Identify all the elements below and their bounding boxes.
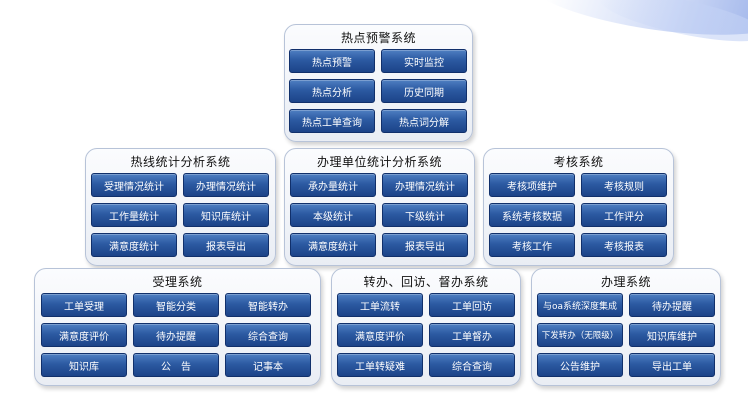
button-comprehensive-query[interactable]: 综合查询	[429, 353, 515, 377]
button-hotspot-ticket-query[interactable]: 热点工单查询	[289, 109, 375, 133]
button-assessment-rules[interactable]: 考核规则	[581, 173, 667, 197]
system-title: 转办、回访、督办系统	[363, 275, 489, 289]
button-hotspot-analysis[interactable]: 热点分析	[289, 79, 375, 103]
system-unit-statistics: 办理单位统计分析系统 承办量统计 办理情况统计 本级统计 下级统计 满意度统计 …	[284, 148, 475, 266]
system-title: 热点预警系统	[340, 31, 416, 45]
button-system-assessment-data[interactable]: 系统考核数据	[489, 203, 575, 227]
system-title: 办理单位统计分析系统	[316, 155, 442, 169]
button-knowledge-statistics[interactable]: 知识库统计	[183, 203, 269, 227]
button-knowledge-base[interactable]: 知识库	[41, 353, 127, 377]
button-handling-statistics[interactable]: 办理情况统计	[382, 173, 468, 197]
button-acceptance-statistics[interactable]: 受理情况统计	[91, 173, 177, 197]
button-export-ticket[interactable]: 导出工单	[629, 353, 715, 377]
button-oa-integration[interactable]: 与oa系统深度集成	[537, 293, 623, 317]
button-report-export[interactable]: 报表导出	[183, 233, 269, 257]
button-hotspot-warning[interactable]: 热点预警	[289, 49, 375, 73]
button-ticket-to-difficult[interactable]: 工单转疑难	[337, 353, 423, 377]
button-subordinate-statistics[interactable]: 下级统计	[382, 203, 468, 227]
button-notepad[interactable]: 记事本	[225, 353, 311, 377]
system-title: 热线统计分析系统	[130, 155, 231, 169]
button-handling-statistics[interactable]: 办理情况统计	[183, 173, 269, 197]
system-acceptance: 受理系统 工单受理 智能分类 智能转办 满意度评价 待办提醒 综合查询 知识库 …	[34, 268, 321, 386]
button-work-scoring[interactable]: 工作评分	[581, 203, 667, 227]
button-satisfaction-evaluation[interactable]: 满意度评价	[337, 323, 423, 347]
button-realtime-monitor[interactable]: 实时监控	[381, 49, 467, 73]
button-announcement-maintenance[interactable]: 公告维护	[537, 353, 623, 377]
system-transfer-callback-supervision: 转办、回访、督办系统 工单流转 工单回访 满意度评价 工单督办 工单转疑难 综合…	[331, 268, 521, 386]
system-assessment: 考核系统 考核项维护 考核规则 系统考核数据 工作评分 考核工作 考核报表	[483, 148, 674, 266]
system-handling: 办理系统 与oa系统深度集成 待办提醒 下发转办（无限级） 知识库维护 公告维护…	[531, 268, 721, 386]
button-hotspot-word-decompose[interactable]: 热点词分解	[381, 109, 467, 133]
button-todo-reminder[interactable]: 待办提醒	[133, 323, 219, 347]
button-ticket-callback[interactable]: 工单回访	[429, 293, 515, 317]
button-comprehensive-query[interactable]: 综合查询	[225, 323, 311, 347]
button-ticket-acceptance[interactable]: 工单受理	[41, 293, 127, 317]
button-assessment-work[interactable]: 考核工作	[489, 233, 575, 257]
button-todo-reminder[interactable]: 待办提醒	[629, 293, 715, 317]
system-hotline-statistics: 热线统计分析系统 受理情况统计 办理情况统计 工作量统计 知识库统计 满意度统计…	[85, 148, 276, 266]
button-assessment-item-maintenance[interactable]: 考核项维护	[489, 173, 575, 197]
button-historical-same-period[interactable]: 历史同期	[381, 79, 467, 103]
system-title: 办理系统	[600, 275, 651, 289]
system-hotspot-warning: 热点预警系统 热点预警 实时监控 热点分析 历史同期 热点工单查询 热点词分解	[284, 24, 473, 142]
button-announcement[interactable]: 公 告	[133, 353, 219, 377]
button-satisfaction-statistics[interactable]: 满意度统计	[290, 233, 376, 257]
button-distribute-transfer[interactable]: 下发转办（无限级）	[537, 323, 623, 347]
system-title: 考核系统	[553, 155, 604, 169]
button-knowledge-maintenance[interactable]: 知识库维护	[629, 323, 715, 347]
system-title: 受理系统	[152, 275, 203, 289]
button-ticket-flow[interactable]: 工单流转	[337, 293, 423, 317]
button-ticket-supervision[interactable]: 工单督办	[429, 323, 515, 347]
button-satisfaction-statistics[interactable]: 满意度统计	[91, 233, 177, 257]
button-same-level-statistics[interactable]: 本级统计	[290, 203, 376, 227]
button-assessment-report[interactable]: 考核报表	[581, 233, 667, 257]
button-undertake-statistics[interactable]: 承办量统计	[290, 173, 376, 197]
button-smart-classification[interactable]: 智能分类	[133, 293, 219, 317]
button-smart-transfer[interactable]: 智能转办	[225, 293, 311, 317]
button-satisfaction-evaluation[interactable]: 满意度评价	[41, 323, 127, 347]
button-workload-statistics[interactable]: 工作量统计	[91, 203, 177, 227]
button-report-export[interactable]: 报表导出	[382, 233, 468, 257]
